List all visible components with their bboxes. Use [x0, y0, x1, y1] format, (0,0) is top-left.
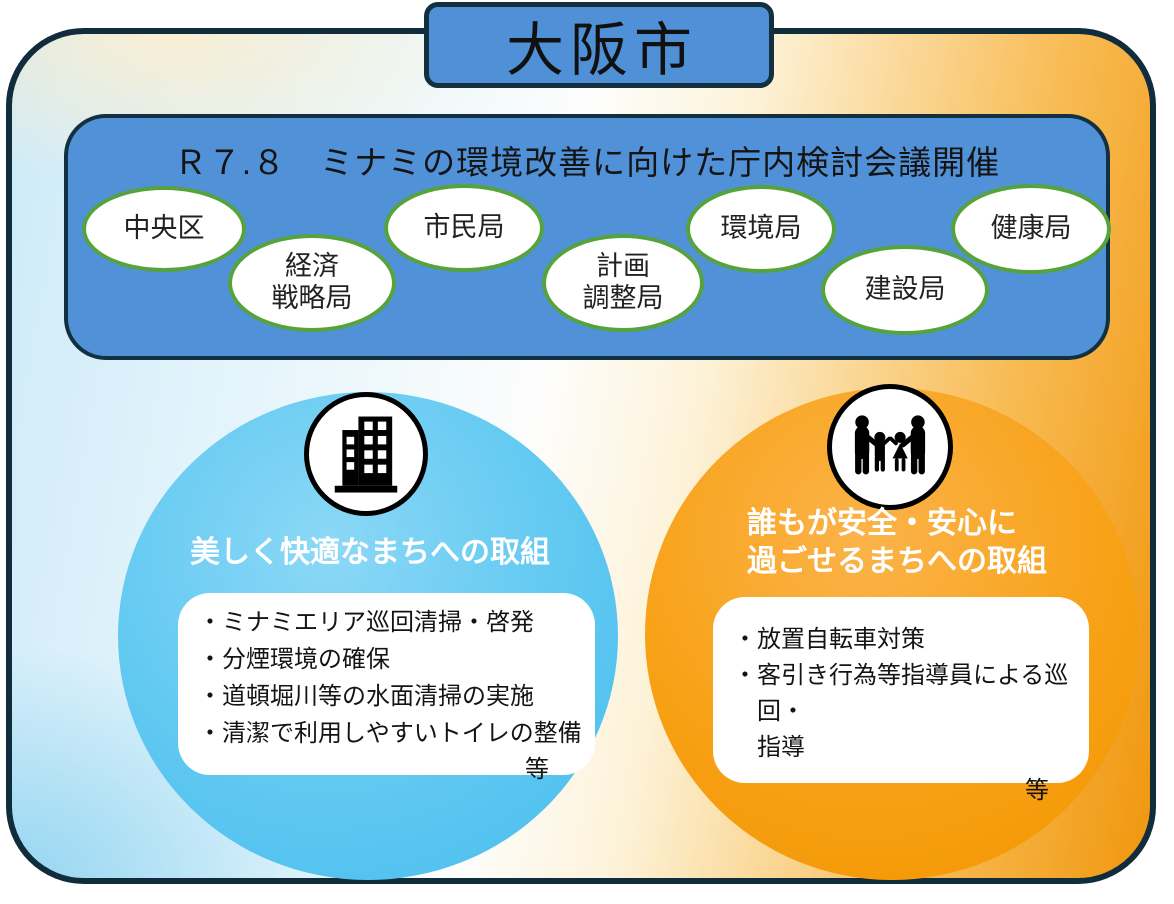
- department-label: 環境局: [720, 213, 802, 244]
- meeting-banner: Ｒ７.８ ミナミの環境改善に向けた庁内検討会議開催 中央区 経済 戦略局 市民局…: [64, 114, 1111, 360]
- department-label: 市民局: [423, 212, 505, 243]
- department-label: 健康局: [990, 213, 1072, 244]
- department-oval-construction-bureau: 建設局: [821, 245, 989, 335]
- list-item: ・分煙環境の確保: [198, 646, 390, 673]
- department-label-line2: 調整局: [582, 283, 664, 313]
- building-icon-badge: [304, 392, 428, 516]
- list-item: ・ミナミエリア巡回清掃・啓発: [198, 609, 534, 636]
- department-label-line2: 戦略局: [271, 283, 353, 313]
- department-oval-health-bureau: 健康局: [951, 184, 1111, 274]
- family-icon-badge: [827, 384, 953, 510]
- list-item: ・清潔で利用しやすいトイレの整備: [198, 720, 582, 747]
- department-label: 建設局: [864, 274, 946, 305]
- clean-city-heading: 美しく快適なまちへの取組: [190, 536, 550, 569]
- list-item: ・道頓堀川等の水面清掃の実施: [198, 683, 534, 710]
- meeting-heading: Ｒ７.８ ミナミの環境改善に向けた庁内検討会議開催: [173, 144, 1001, 181]
- safe-city-measures-list: ・放置自転車対策 ・客引き行為等指導員による巡回・ 指導: [733, 622, 1073, 766]
- list-item: ・放置自転車対策: [733, 626, 925, 653]
- department-label: 計画: [596, 251, 650, 282]
- department-oval-chuo-ward: 中央区: [82, 186, 246, 272]
- department-oval-environment-bureau: 環境局: [686, 185, 836, 273]
- safe-city-heading: 誰もが安全・安心に 過ごせるまちへの取組: [747, 505, 1047, 581]
- clean-city-measures-box: ・ミナミエリア巡回清掃・啓発 ・分煙環境の確保 ・道頓堀川等の水面清掃の実施 ・…: [178, 593, 595, 783]
- list-item: ・客引き行為等指導員による巡回・ 指導: [733, 662, 1069, 761]
- department-oval-planning-coordination: 計画 調整局: [542, 234, 704, 332]
- safe-city-measures-box: ・放置自転車対策 ・客引き行為等指導員による巡回・ 指導 等: [713, 597, 1089, 804]
- etc-label: 等: [525, 756, 549, 783]
- city-title-box: 大阪市: [424, 2, 774, 88]
- family-icon: [846, 413, 934, 482]
- safe-city-heading-line2: 過ごせるまちへの取組: [747, 545, 1047, 578]
- department-oval-citizens-bureau: 市民局: [384, 184, 544, 272]
- department-label: 中央区: [123, 213, 205, 244]
- clean-city-measures-list: ・ミナミエリア巡回清掃・啓発 ・分煙環境の確保 ・道頓堀川等の水面清掃の実施 ・…: [198, 604, 582, 752]
- etc-label: 等: [1025, 777, 1049, 804]
- safe-city-heading-line1: 誰もが安全・安心に: [747, 507, 1017, 540]
- building-icon: [328, 409, 404, 500]
- page-title: 大阪市: [505, 18, 698, 83]
- department-oval-economic-strategy: 経済 戦略局: [228, 234, 396, 332]
- department-label: 経済: [285, 251, 339, 282]
